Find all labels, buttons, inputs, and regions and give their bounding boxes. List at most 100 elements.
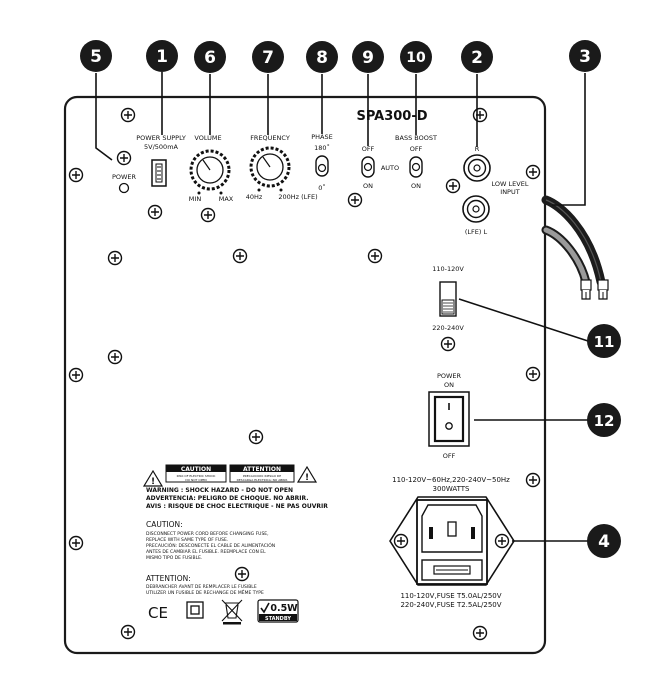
svg-text:!: ! bbox=[151, 477, 155, 487]
screw bbox=[367, 248, 383, 264]
weee-bin-icon bbox=[221, 599, 243, 625]
screw bbox=[120, 107, 136, 123]
caution-sub-1: RISK OF ELECTRIC SHOCK bbox=[177, 474, 217, 478]
svg-text:2: 2 bbox=[471, 48, 483, 68]
low-level-input-label-2: INPUT bbox=[500, 188, 519, 196]
rca-input-left-lfe[interactable] bbox=[462, 195, 490, 223]
callout-badge-5: 5 bbox=[80, 40, 112, 72]
screw bbox=[393, 533, 409, 549]
voltage-220-label: 220-240V bbox=[432, 324, 464, 332]
spade-connector-1 bbox=[580, 279, 592, 300]
screw bbox=[107, 349, 123, 365]
frequency-label: FREQUENCY bbox=[250, 134, 290, 142]
frequency-min-label: 40Hz bbox=[246, 193, 263, 201]
callout-badge-6: 6 bbox=[194, 41, 226, 73]
svg-text:3: 3 bbox=[579, 47, 591, 67]
svg-text:1: 1 bbox=[156, 47, 168, 67]
svg-text:8: 8 bbox=[316, 48, 328, 68]
warning-line-3: AVIS : RISQUE DE CHOC ELECTRIQUE - NE PA… bbox=[146, 503, 328, 510]
screw bbox=[472, 625, 488, 641]
screw bbox=[107, 250, 123, 266]
speaker-cables bbox=[541, 195, 609, 300]
attention-text-2: UTILIZER UN FUSIBLE DE RECHANGE DE MÊME … bbox=[146, 588, 264, 596]
phase-switch[interactable] bbox=[315, 155, 329, 177]
caution-title: CAUTION: bbox=[146, 520, 183, 529]
callout-badge-11: 11 bbox=[587, 324, 621, 358]
model-name: SPA300-D bbox=[356, 109, 427, 124]
screw bbox=[525, 472, 541, 488]
input-l-label: (LFE) L bbox=[465, 228, 488, 236]
warning-line-1: WARNING : SHOCK HAZARD - DO NOT OPEN bbox=[146, 487, 293, 494]
attention-sub-2: DESCARGA ELECTRICA: NO ABRIR bbox=[237, 478, 288, 482]
screw bbox=[234, 566, 250, 582]
power-supply-spec: 5V/500mA bbox=[144, 143, 179, 151]
usb-power-port[interactable] bbox=[151, 159, 167, 187]
screw bbox=[232, 248, 248, 264]
standby-label: STANDBY bbox=[265, 616, 291, 622]
rca-input-right[interactable] bbox=[463, 154, 491, 182]
screw bbox=[494, 533, 510, 549]
caution-header: CAUTION bbox=[181, 466, 211, 473]
screw bbox=[248, 429, 264, 445]
bass-boost-on-label: ON bbox=[411, 182, 421, 190]
certification-marks: CE 0.5W STANDBY bbox=[148, 599, 299, 625]
auto-on-switch[interactable] bbox=[361, 156, 375, 178]
screw bbox=[68, 167, 84, 183]
standby-value: 0.5W bbox=[270, 603, 298, 614]
caution-text-3: PRECAUCIÓN: DESCONECTE EL CABLE DE ALIME… bbox=[146, 542, 275, 549]
warning-label-block: ! CAUTION RISK OF ELECTRIC SHOCK DO NOT … bbox=[142, 464, 328, 596]
auto-off-label: OFF bbox=[362, 145, 375, 153]
voltage-110-label: 110-120V bbox=[432, 265, 464, 273]
svg-text:11: 11 bbox=[594, 333, 615, 351]
svg-text:12: 12 bbox=[594, 412, 615, 430]
callout-badge-4: 4 bbox=[587, 524, 621, 558]
power-switch-on-label: ON bbox=[444, 381, 454, 389]
attention-header: ATTENTION bbox=[243, 466, 281, 473]
caution-text-5: MISMO TIPO DE FUSIBLE. bbox=[146, 555, 202, 561]
fuse-rating-220: 220-240V,FUSE T2.5AL/250V bbox=[400, 601, 501, 609]
frequency-max-label: 200Hz (LFE) bbox=[278, 193, 317, 201]
caution-text-1: DISCONNECT POWER CORD BEFORE CHANGING FU… bbox=[146, 531, 269, 537]
volume-label: VOLUME bbox=[194, 134, 221, 142]
power-led-label: POWER bbox=[112, 173, 137, 181]
checkmark-icon bbox=[260, 602, 270, 614]
screw bbox=[445, 178, 461, 194]
volume-knob[interactable] bbox=[189, 149, 231, 191]
callout-badge-3: 3 bbox=[569, 40, 601, 72]
svg-text:!: ! bbox=[305, 473, 309, 483]
callout-badge-10: 10 bbox=[400, 41, 432, 73]
callout-badges: 5 1 6 7 8 9 10 2 3 11 12 4 bbox=[80, 40, 621, 558]
svg-text:7: 7 bbox=[262, 48, 274, 68]
bass-boost-label: BASS BOOST bbox=[395, 134, 437, 142]
power-switch-title: POWER bbox=[437, 372, 462, 380]
spade-connector-2 bbox=[597, 279, 609, 300]
svg-text:5: 5 bbox=[90, 47, 102, 67]
caution-text-4: ANTES DE CAMBIAR EL FUSIBLE. REEMPLACE C… bbox=[146, 549, 266, 555]
svg-text:10: 10 bbox=[406, 50, 426, 66]
bass-boost-switch[interactable] bbox=[409, 156, 423, 178]
callout-badge-8: 8 bbox=[306, 41, 338, 73]
power-supply-label: POWER SUPPLY bbox=[136, 134, 186, 142]
phase-0-label: 0˚ bbox=[318, 184, 325, 192]
warning-line-2: ADVERTENCIA: PELIGRO DE CHOQUE. NO ABRIR… bbox=[146, 495, 309, 502]
voltage-selector-switch[interactable] bbox=[439, 281, 457, 317]
screw bbox=[120, 624, 136, 640]
callout-badge-7: 7 bbox=[252, 41, 284, 73]
caution-sub-2: DO NOT OPEN bbox=[185, 478, 206, 482]
volume-max-label: MAX bbox=[219, 195, 234, 203]
callout-badge-9: 9 bbox=[352, 41, 384, 73]
screw bbox=[347, 192, 363, 208]
frequency-knob[interactable] bbox=[249, 146, 291, 188]
power-rocker-switch[interactable] bbox=[428, 391, 470, 447]
auto-label: AUTO bbox=[381, 164, 399, 172]
auto-on-label: ON bbox=[363, 182, 373, 190]
power-rating: 110-120V~60Hz,220-240V~50Hz bbox=[392, 476, 510, 484]
screw bbox=[116, 150, 132, 166]
attention-title: ATTENTION: bbox=[146, 574, 191, 583]
screw bbox=[147, 204, 163, 220]
ac-power-inlet[interactable] bbox=[389, 496, 515, 586]
screw bbox=[440, 336, 456, 352]
fuse-rating-110: 110-120V,FUSE T5.0AL/250V bbox=[400, 592, 501, 600]
screw bbox=[68, 535, 84, 551]
power-switch-off-label: OFF bbox=[443, 452, 456, 460]
